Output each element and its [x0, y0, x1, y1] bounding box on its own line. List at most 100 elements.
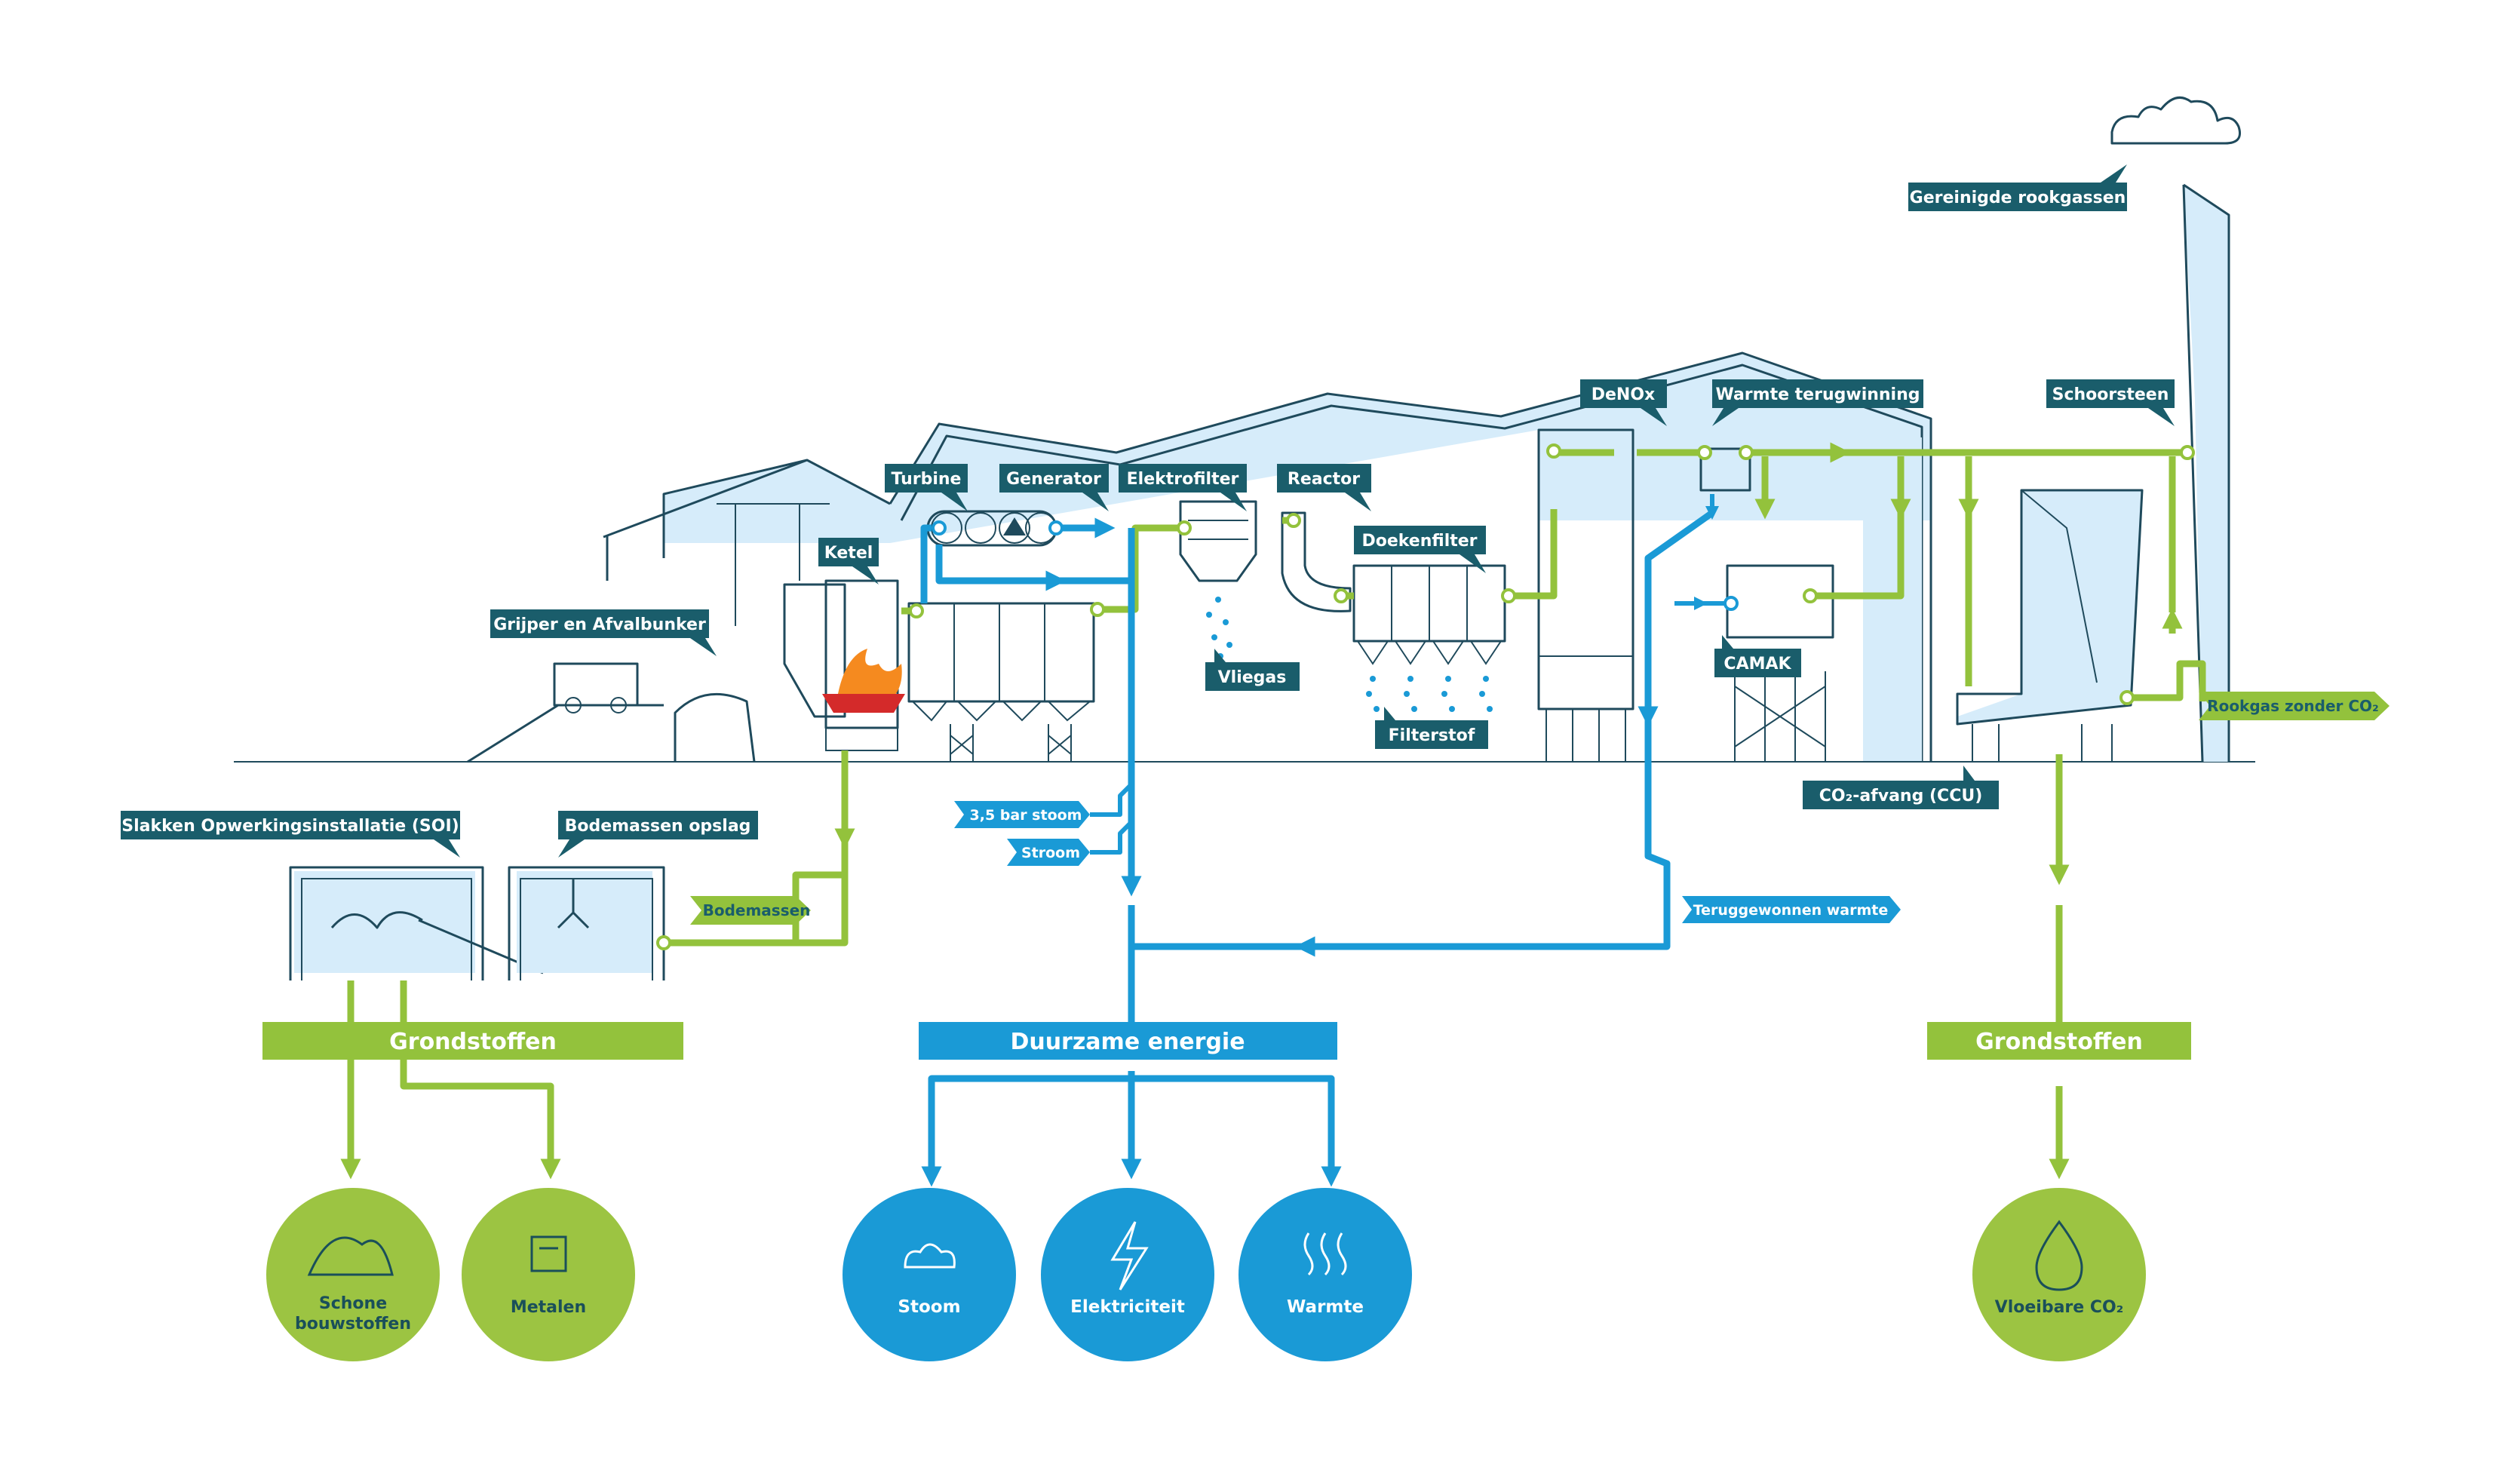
bar-grondstoffen-right — [1927, 1022, 2191, 1060]
svg-text:Turbine: Turbine — [892, 470, 962, 489]
label-doekenfilter: Doekenfilter — [1354, 526, 1486, 573]
magnet-icon — [530, 1235, 567, 1272]
label-grijper: Grijper en Afvalbunker — [490, 609, 717, 656]
blue-flows — [920, 494, 1727, 1187]
reactor — [1281, 511, 1352, 612]
heat-icon — [1303, 1232, 1347, 1276]
label-ketel: Ketel — [818, 538, 879, 585]
tag-stoom-35: 3,5 bar stoom — [954, 801, 1090, 828]
svg-text:Grondstoffen: Grondstoffen — [389, 1029, 557, 1055]
svg-text:bouwstoffen: bouwstoffen — [295, 1315, 411, 1333]
bunker-roof — [603, 459, 891, 581]
main-hall — [890, 353, 1931, 543]
tag-stroom: Stroom — [1007, 839, 1090, 866]
fire-icon — [837, 649, 902, 705]
sorting-machine — [330, 911, 423, 929]
svg-text:Warmte: Warmte — [1287, 1297, 1364, 1317]
svg-text:Generator: Generator — [1006, 470, 1101, 489]
label-vliegas: Vliegas — [1205, 649, 1300, 691]
truck — [553, 662, 639, 707]
svg-text:Elektriciteit: Elektriciteit — [1070, 1297, 1185, 1317]
svg-text:DeNOx: DeNOx — [1591, 385, 1656, 404]
tag-bodemassen: Bodemassen — [690, 896, 811, 925]
flow-tags: Bodemassen 3,5 bar stoom Stroom Teruggew… — [690, 692, 2390, 925]
svg-text:Filterstof: Filterstof — [1389, 726, 1475, 745]
svg-text:Vloeibare CO₂: Vloeibare CO₂ — [1995, 1298, 2124, 1317]
svg-text:Stoom: Stoom — [898, 1297, 960, 1317]
svg-text:3,5 bar stoom: 3,5 bar stoom — [970, 807, 1082, 824]
connection-points — [656, 443, 2195, 950]
bar-grondstoffen-left — [262, 1022, 683, 1060]
component-labels: Grijper en Afvalbunker Ketel Turbine Gen… — [121, 164, 2175, 858]
bag-filter — [1352, 564, 1506, 712]
svg-text:Bodemassen: Bodemassen — [703, 901, 811, 919]
svg-text:Warmte terugwinning: Warmte terugwinning — [1715, 385, 1920, 404]
label-bodemassen-opslag: Bodemassen opslag — [558, 811, 758, 858]
bodemassen-storage — [508, 866, 665, 980]
output-circles: Schone bouwstoffen Metalen Stoom Elektri… — [266, 1188, 2146, 1361]
waste-pile — [674, 692, 756, 763]
svg-text:Gereinigde rookgassen: Gereinigde rookgassen — [1910, 189, 2126, 207]
svg-text:Teruggewonnen warmte: Teruggewonnen warmte — [1693, 902, 1889, 919]
label-gereinigde: Gereinigde rookgassen — [1908, 164, 2127, 211]
filter-dust-particles — [1366, 676, 1493, 712]
svg-text:Grondstoffen: Grondstoffen — [1975, 1029, 2143, 1055]
svg-text:Grijper en Afvalbunker: Grijper en Afvalbunker — [493, 615, 706, 634]
hopper — [783, 583, 846, 718]
svg-text:Bodemassen opslag: Bodemassen opslag — [565, 817, 751, 836]
label-co2-afvang: CO₂-afvang (CCU) — [1803, 766, 1999, 809]
cloud-icon — [2110, 96, 2241, 145]
lightning-icon — [1110, 1221, 1149, 1290]
svg-text:Vliegas: Vliegas — [1218, 668, 1287, 687]
grate — [822, 694, 905, 713]
chimney — [2184, 185, 2229, 762]
output-stoom: Stoom — [843, 1188, 1016, 1361]
svg-text:Duurzame energie: Duurzame energie — [1010, 1029, 1245, 1055]
tag-teruggewonnen: Teruggewonnen warmte — [1682, 896, 1901, 923]
warning-icon — [1003, 517, 1026, 535]
label-soi: Slakken Opwerkingsinstallatie (SOI) — [121, 811, 460, 858]
boiler — [822, 579, 905, 751]
category-bars: Grondstoffen Duurzame energie Grondstoff… — [262, 1022, 2191, 1060]
bunker-area — [467, 503, 846, 763]
label-turbine: Turbine — [885, 464, 968, 511]
output-elektriciteit: Elektriciteit — [1041, 1188, 1214, 1361]
output-warmte: Warmte — [1239, 1188, 1412, 1361]
svg-text:Elektrofilter: Elektrofilter — [1127, 470, 1239, 489]
svg-text:Schone: Schone — [319, 1294, 387, 1313]
output-schone-bouwstoffen: Schone bouwstoffen — [266, 1188, 440, 1361]
storage-grab — [557, 879, 590, 929]
svg-text:Slakken Opwerkingsinstallatie: Slakken Opwerkingsinstallatie (SOI) — [121, 817, 459, 836]
svg-text:Schoorsteen: Schoorsteen — [2052, 385, 2169, 404]
fly-ash-particles — [1206, 597, 1232, 659]
sand-pile-icon — [307, 1236, 394, 1276]
ccu-unit — [1956, 489, 2144, 762]
label-generator: Generator — [999, 464, 1109, 511]
boiler-banks — [907, 602, 1095, 762]
electrofilter — [1179, 500, 1257, 659]
label-schoorsteen: Schoorsteen — [2046, 379, 2175, 426]
steam-cloud-icon — [904, 1243, 956, 1269]
svg-text:Metalen: Metalen — [511, 1298, 586, 1317]
svg-text:Doekenfilter: Doekenfilter — [1361, 532, 1477, 551]
label-filterstof: Filterstof — [1375, 707, 1488, 749]
svg-text:Rookgas zonder CO₂: Rookgas zonder CO₂ — [2207, 697, 2379, 715]
soi-building — [289, 866, 544, 980]
label-reactor: Reactor — [1277, 464, 1371, 511]
building — [234, 96, 2255, 763]
label-camak: CAMAK — [1714, 635, 1801, 677]
bar-duurzame-energie — [919, 1022, 1337, 1060]
svg-text:Ketel: Ketel — [824, 544, 873, 563]
label-denox: DeNOx — [1580, 379, 1667, 426]
output-vloeibare-co2: Vloeibare CO₂ — [1972, 1188, 2146, 1361]
svg-text:CAMAK: CAMAK — [1723, 655, 1791, 674]
crane-rail — [717, 503, 830, 626]
label-elektrofilter: Elektrofilter — [1119, 464, 1247, 511]
label-warmte-terugwinning: Warmte terugwinning — [1712, 379, 1923, 426]
svg-text:CO₂-afvang (CCU): CO₂-afvang (CCU) — [1819, 787, 1983, 806]
tag-rookgas-zonder: Rookgas zonder CO₂ — [2199, 692, 2390, 720]
ramp — [467, 704, 664, 763]
svg-text:Stroom: Stroom — [1021, 845, 1080, 861]
